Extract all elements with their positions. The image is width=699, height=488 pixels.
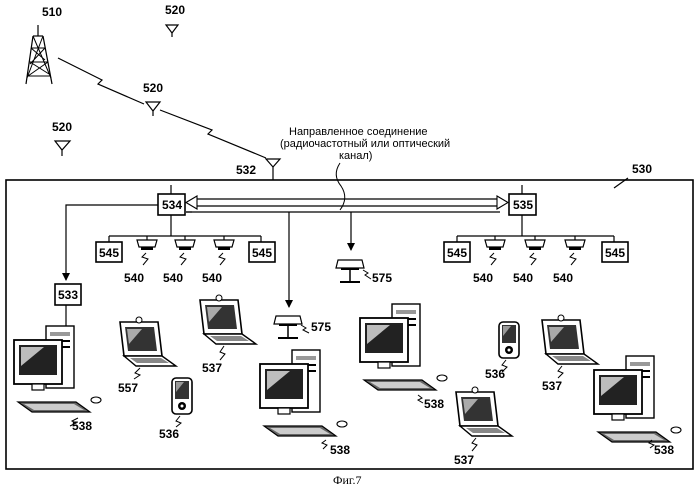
pc-538-3-label: 538	[424, 397, 444, 411]
antenna-mid-label: 520	[143, 81, 163, 95]
device-545-d-label: 545	[605, 246, 625, 260]
light-540-b-icon	[175, 240, 195, 250]
light-540-f-label: 540	[553, 271, 573, 285]
lamp-575-left-label: 575	[311, 320, 331, 334]
light-540-e-icon	[525, 240, 545, 250]
light-540-d-label: 540	[473, 271, 493, 285]
server-533-label: 533	[58, 288, 78, 302]
data-bus	[186, 196, 508, 209]
tower-label: 510	[42, 5, 62, 19]
light-540-a-icon	[137, 240, 157, 250]
laptop-icon-537-2	[542, 315, 598, 364]
annotation-line3: канал)	[339, 150, 372, 162]
radio-link-upper	[58, 58, 144, 104]
light-540-c-icon	[214, 240, 234, 250]
laptop-537-3-label: 537	[454, 453, 474, 467]
controller-534-label: 534	[162, 198, 182, 212]
pc-538-4-label: 538	[654, 443, 674, 457]
pda-536-1-label: 536	[159, 427, 179, 441]
device-545-a-label: 545	[99, 246, 119, 260]
pda-icon-536-1	[172, 378, 192, 414]
laptop-icon-537-3	[456, 387, 512, 436]
antenna-mid-icon	[146, 102, 160, 116]
device-545-c-label: 545	[447, 246, 467, 260]
annotation-line2: (радиочастотный или оптический	[280, 138, 450, 150]
laptop-icon-557	[120, 317, 176, 366]
network-frame	[6, 180, 693, 469]
pda-icon-536-2	[499, 322, 519, 358]
link-antenna-icon	[266, 159, 280, 180]
laptop-537-2-label: 537	[542, 379, 562, 393]
light-540-a-label: 540	[124, 271, 144, 285]
antenna-left-label: 520	[52, 120, 72, 134]
antenna-left-icon	[55, 141, 70, 156]
pda-536-2-label: 536	[485, 367, 505, 381]
link-point-label: 532	[236, 163, 256, 177]
lamp-575-center-label: 575	[372, 271, 392, 285]
radio-tower-icon	[26, 25, 52, 84]
antenna-icon	[166, 25, 178, 37]
desktop-computer-icon-3	[360, 304, 447, 390]
pc-538-1-label: 538	[72, 419, 92, 433]
laptop-557-label: 557	[118, 381, 138, 395]
pc-538-2-label: 538	[330, 443, 350, 457]
controller-535-label: 535	[513, 198, 533, 212]
antenna-top-label: 520	[165, 3, 185, 17]
network-label: 530	[632, 162, 652, 176]
annotation-pointer	[336, 163, 345, 210]
light-540-d-icon	[485, 240, 505, 250]
laptop-icon-537-1	[200, 295, 256, 344]
device-545-b-label: 545	[252, 246, 272, 260]
light-540-c-label: 540	[202, 271, 222, 285]
desktop-computer-icon-4	[594, 356, 681, 442]
figure-caption: Фиг.7	[333, 473, 361, 487]
light-540-b-label: 540	[163, 271, 183, 285]
lamp-575-center-icon	[336, 260, 364, 282]
annotation-line1: Направленное соединение	[289, 126, 428, 138]
light-540-f-icon	[565, 240, 585, 250]
desktop-computer-icon-2	[260, 350, 347, 436]
desktop-computer-icon-1	[14, 326, 101, 412]
lamp-575-left-icon	[274, 316, 302, 338]
laptop-537-1-label: 537	[202, 361, 222, 375]
light-540-e-label: 540	[513, 271, 533, 285]
radio-link-lower	[160, 110, 266, 158]
